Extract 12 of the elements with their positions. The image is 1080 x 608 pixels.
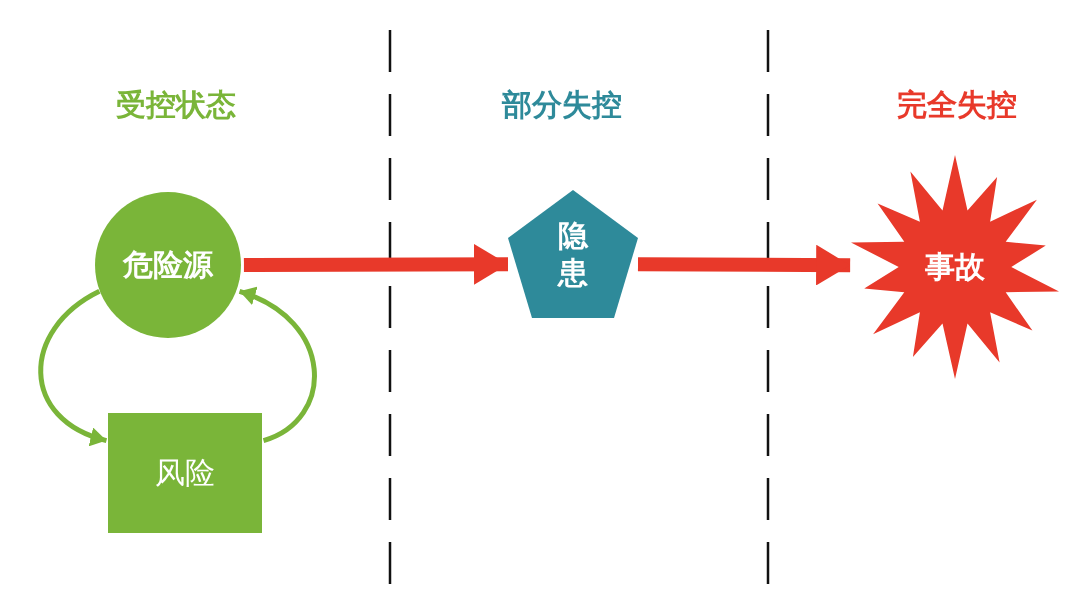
arrow — [38, 289, 108, 445]
arrow — [637, 244, 851, 286]
arrow — [243, 243, 509, 285]
stage-heading: 部分失控 — [502, 85, 622, 124]
node-label: 隐患 — [558, 216, 588, 292]
risk-square — [108, 413, 262, 533]
node-label: 事故 — [925, 248, 985, 286]
node-label: 风险 — [155, 453, 215, 492]
node-label: 危险源 — [123, 245, 213, 284]
arrow — [238, 288, 317, 443]
stage-heading: 受控状态 — [116, 85, 236, 124]
stage-heading: 完全失控 — [897, 85, 1017, 124]
